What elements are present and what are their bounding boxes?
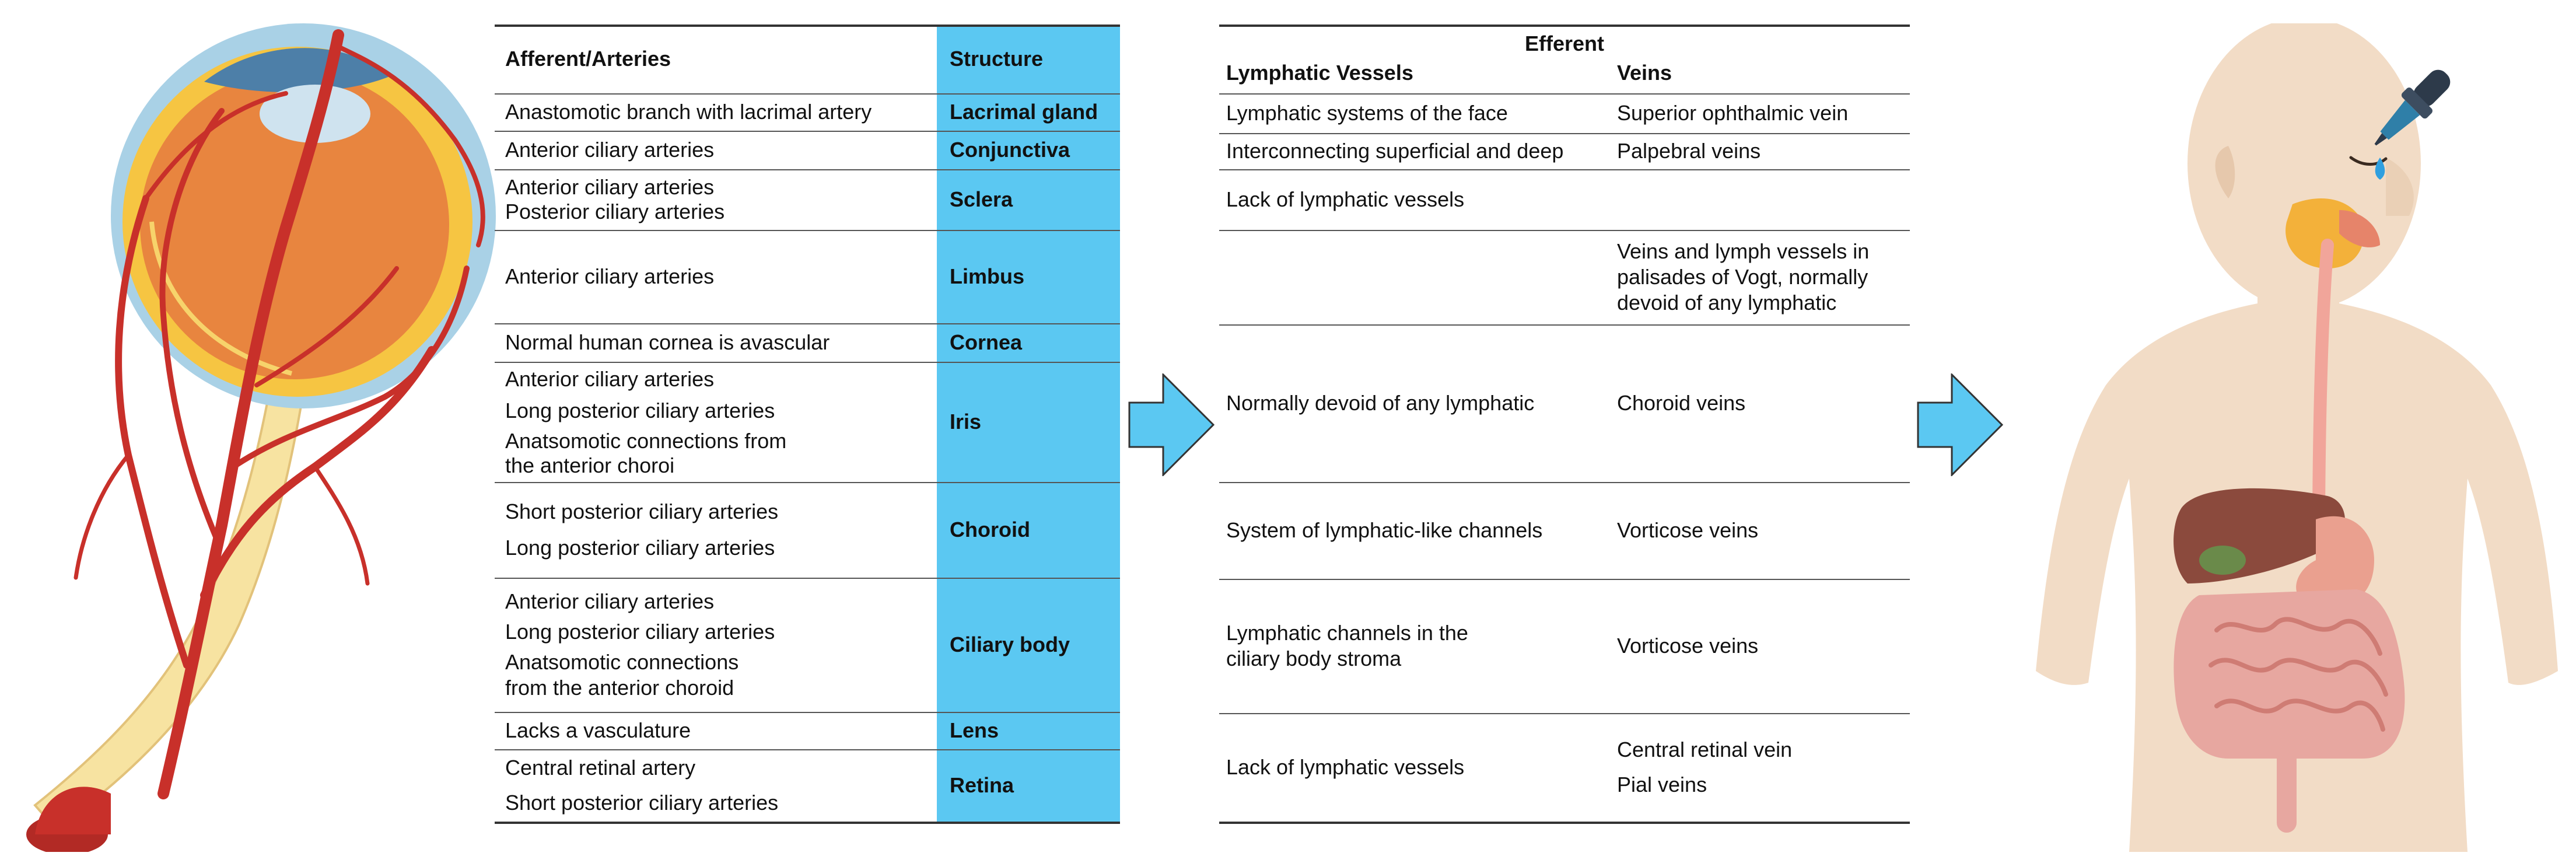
row-divider	[1219, 133, 1910, 134]
lymph-cell: Interconnecting superficial and deep	[1226, 139, 1564, 163]
lymph-cell: Lymphatic systems of the face	[1226, 101, 1508, 125]
lymphatic-header: Lymphatic Vessels	[1226, 61, 1413, 85]
row-divider	[495, 323, 1120, 324]
structure-cell: Ciliary body	[950, 633, 1070, 656]
efferent-title: Efferent	[1524, 32, 1605, 55]
vein-cell: Palpebral veins	[1617, 139, 1761, 163]
artery-cell: Anastomotic branch with lacrimal artery	[505, 100, 872, 124]
structure-column-background	[937, 25, 1120, 824]
row-divider	[1219, 230, 1910, 231]
eye-anatomy-illustration	[26, 23, 496, 852]
right-arrow-icon	[1128, 373, 1215, 476]
row-divider	[495, 230, 1120, 231]
vein-cell: Superior ophthalmic vein	[1617, 101, 1849, 125]
vein-cell: Vorticose veins	[1617, 518, 1759, 542]
artery-cell: Anterior ciliary arteries Long posterior…	[505, 589, 775, 700]
artery-cell: Anterior ciliary arteries	[505, 264, 715, 288]
lymph-cell: System of lymphatic-like channels	[1226, 518, 1543, 542]
table-bottom-border	[495, 822, 1120, 824]
vein-cell: Choroid veins	[1617, 391, 1746, 415]
row-divider	[495, 169, 1120, 170]
table-bottom-border	[1219, 822, 1910, 824]
veins-header: Veins	[1617, 61, 1672, 85]
right-arrow-icon	[1917, 373, 2004, 476]
row-divider	[1219, 713, 1910, 714]
artery-cell: Anterior ciliary arteries Posterior cili…	[505, 175, 725, 223]
table-top-border	[495, 25, 1120, 27]
row-divider	[1219, 579, 1910, 580]
lymph-cell: Normally devoid of any lymphatic	[1226, 391, 1535, 415]
artery-cell: Anterior ciliary arteries Long posterior…	[505, 367, 787, 477]
eye-dropper-icon	[2374, 69, 2451, 180]
vein-cell: Central retinal vein Pial veins	[1617, 738, 1793, 796]
efferent-table: Efferent Lymphatic Vessels Veins Lymphat…	[1219, 25, 1910, 824]
vein-cell: Vorticose veins	[1617, 634, 1759, 658]
table-top-border	[1219, 25, 1910, 27]
row-divider	[1219, 324, 1910, 326]
structure-cell: Conjunctiva	[950, 138, 1070, 162]
afferent-header: Afferent/Arteries	[505, 47, 671, 71]
lymph-cell: Lack of lymphatic vessels	[1226, 755, 1465, 779]
row-divider	[495, 712, 1120, 713]
structure-cell: Lens	[950, 718, 999, 742]
row-divider	[495, 362, 1120, 363]
row-divider	[495, 749, 1120, 750]
structure-header: Structure	[950, 47, 1044, 71]
artery-cell: Central retinal artery Short posterior c…	[505, 756, 779, 815]
structure-cell: Lacrimal gland	[950, 100, 1098, 124]
structure-cell: Retina	[950, 773, 1014, 797]
row-divider	[495, 578, 1120, 579]
lymph-cell: Lack of lymphatic vessels	[1226, 187, 1465, 211]
structure-cell: Iris	[950, 410, 982, 434]
structure-cell: Choroid	[950, 518, 1030, 541]
human-body-digestive-illustration	[2036, 23, 2558, 852]
lymph-cell: Lymphatic channels in the ciliary body s…	[1226, 621, 1468, 670]
row-divider	[495, 482, 1120, 483]
artery-cell: Normal human cornea is avascular	[505, 330, 830, 354]
artery-cell: Lacks a vasculature	[505, 718, 691, 742]
row-divider	[1219, 93, 1910, 95]
structure-cell: Limbus	[950, 264, 1025, 288]
artery-cell: Short posterior ciliary arteries Long po…	[505, 499, 779, 560]
afferent-table: Afferent/Arteries Structure Anastomotic …	[495, 25, 1120, 824]
artery-cell: Anterior ciliary arteries	[505, 138, 715, 162]
structure-cell: Cornea	[950, 330, 1023, 354]
vein-cell: Veins and lymph vessels in palisades of …	[1617, 239, 1870, 315]
row-divider	[1219, 169, 1910, 170]
row-divider	[495, 93, 1120, 95]
row-divider	[495, 131, 1120, 132]
structure-cell: Sclera	[950, 187, 1013, 211]
row-divider	[1219, 482, 1910, 483]
